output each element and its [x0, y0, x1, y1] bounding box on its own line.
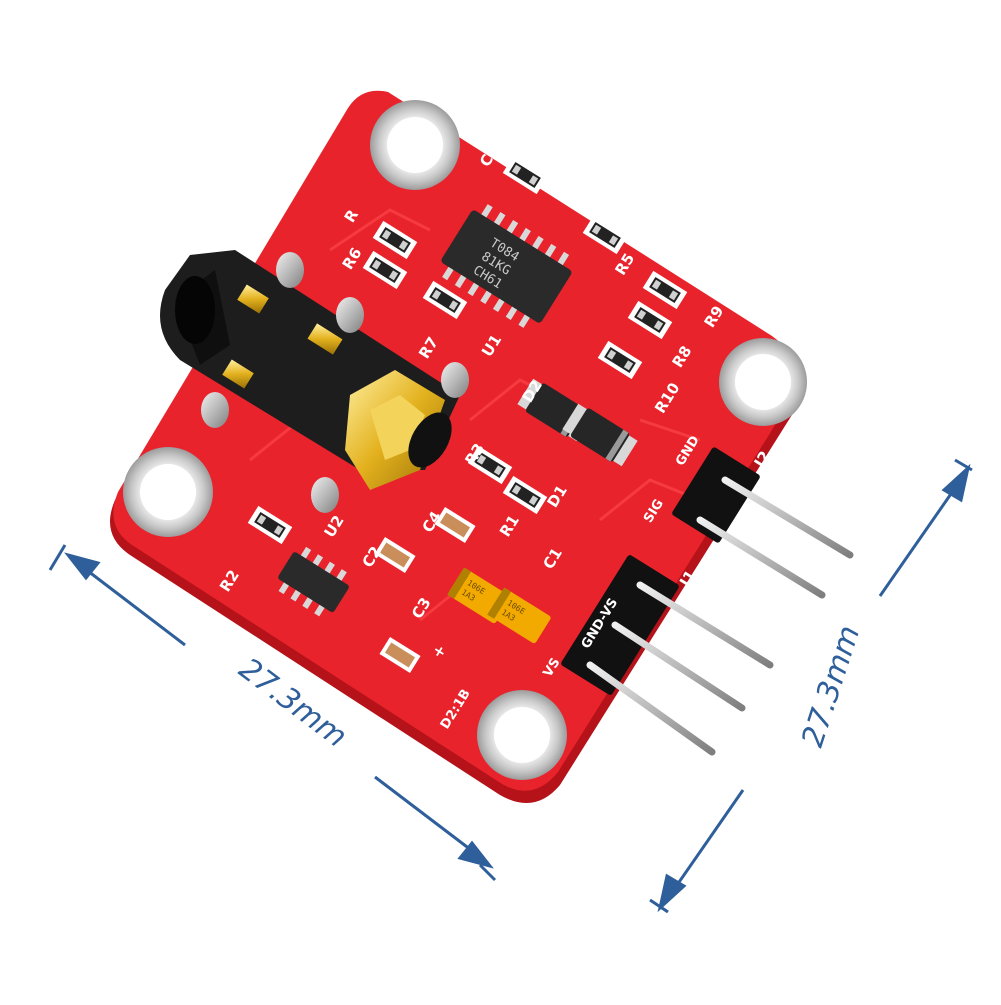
label-j2: J2 — [750, 448, 774, 472]
label-j1: J1 — [675, 567, 699, 591]
mounting-hole-right — [719, 338, 807, 426]
dimension-width-arrow — [48, 544, 497, 882]
mounting-hole-left — [123, 447, 213, 537]
diode-d1 — [562, 403, 638, 467]
smd-components — [247, 155, 688, 674]
dimension-height-arrow — [649, 458, 973, 914]
pin-header-j2 — [672, 447, 854, 599]
tantalum-cap-c1: 106E 1A3 — [487, 587, 551, 644]
mounting-hole-top — [370, 100, 460, 190]
ic-u1: T084 81KG CH61 — [441, 204, 572, 328]
ic-u2 — [278, 546, 349, 617]
audio-jack — [160, 250, 469, 513]
mounting-hole-bottom — [477, 690, 567, 780]
pin-header-j1 — [561, 555, 774, 756]
height-dimension-label: 27.3mm — [795, 621, 867, 751]
